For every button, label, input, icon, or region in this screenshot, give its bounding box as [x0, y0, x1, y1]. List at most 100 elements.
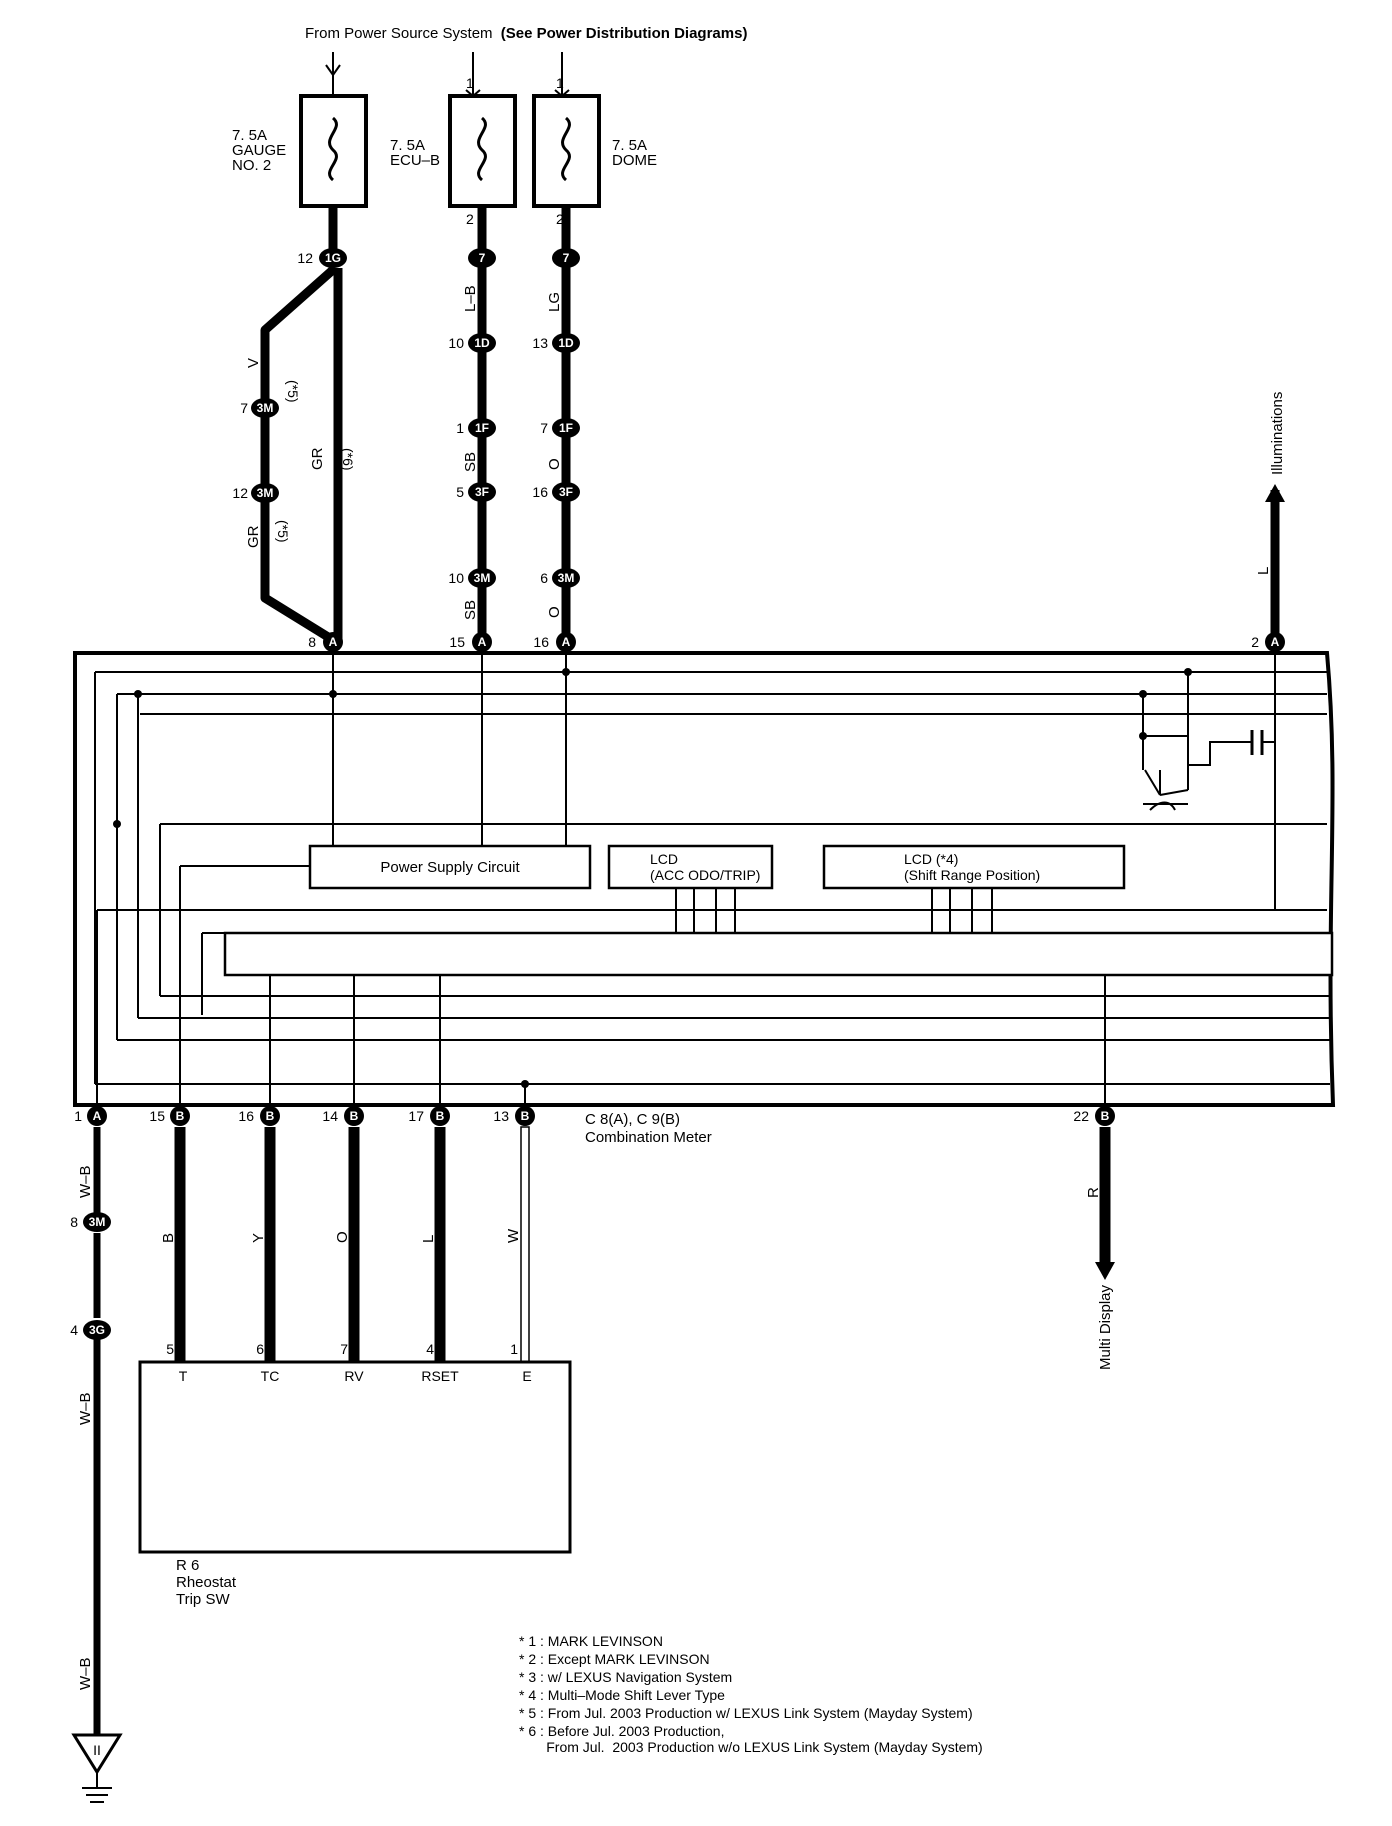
connector-ecub-7: 7: [468, 248, 496, 268]
connector-a8: A 8: [308, 632, 343, 652]
ground-symbol-text: II: [93, 1742, 101, 1758]
connector-b16: B 16: [238, 1106, 280, 1126]
connector-ecub-3m-pin: 10: [448, 570, 464, 586]
connector-3m-a: 3M 7: [240, 398, 279, 418]
note-6: * 6 : Before Jul. 2003 Production,: [519, 1723, 724, 1739]
fuse-ecub-pin-in: 1: [466, 75, 474, 91]
connector-b22: B 22: [1073, 1106, 1115, 1126]
connector-1g-pin: 12: [297, 250, 313, 266]
connector-dome-3m-code: 3M: [558, 571, 575, 585]
connector-dome-3m-pin: 6: [540, 570, 548, 586]
fuse-dome-pin-in: 1: [556, 75, 564, 91]
transistor-icon: [1142, 672, 1275, 811]
connector-1g-code: 1G: [325, 251, 341, 265]
lcd-shift-range: LCD (*4) (Shift Range Position): [822, 844, 1126, 890]
note-6-cont: From Jul. 2003 Production w/o LEXUS Link…: [519, 1739, 983, 1755]
connector-ecub-3f: 3F 5: [456, 482, 496, 502]
wire-label-lb: L–B: [462, 285, 479, 312]
wire-label-gr-right: GR: [309, 447, 326, 470]
connector-b22-pin: 22: [1073, 1108, 1089, 1124]
rheostat-label-2: Rheostat: [176, 1574, 237, 1591]
connector-dome-1d: 1D 13: [532, 333, 580, 353]
wire-w: [520, 1126, 530, 1363]
connector-3m-b: 3M 12: [232, 483, 279, 503]
wire-label-o1: O: [546, 458, 563, 470]
connector-gr-3m-code: 3M: [89, 1215, 106, 1229]
connector-dome-3f-pin: 16: [532, 484, 548, 500]
power-supply-label: Power Supply Circuit: [380, 859, 520, 876]
fuse-gauge-label-3: NO. 2: [232, 157, 271, 174]
wire-label-wb1: W–B: [77, 1165, 94, 1198]
bottom-wire-labels: W–B W–B W–B B Y O L W R: [77, 1165, 1102, 1690]
wire-label-wb3: W–B: [77, 1657, 94, 1690]
fuse-dome-label-2: DOME: [612, 152, 657, 169]
connector-b14-pin: 14: [322, 1108, 338, 1124]
connector-b15-pin: 15: [149, 1108, 165, 1124]
fuse-dome-label-1: 7. 5A: [612, 137, 647, 154]
connector-gr-3g: 3G 4: [70, 1320, 111, 1340]
meter-data-bus: [223, 931, 1334, 977]
connector-b17: B 17: [408, 1106, 450, 1126]
connector-3m-a-pin: 7: [240, 400, 248, 416]
lcd-shift-label-1: LCD (*4): [904, 851, 958, 867]
connector-a16: A 16: [533, 632, 576, 652]
footnotes: * 1 : MARK LEVINSON * 2 : Except MARK LE…: [519, 1633, 983, 1755]
connector-b13-pin: 13: [493, 1108, 509, 1124]
fuse-ecub-pin-out: 2: [466, 211, 474, 227]
connector-a15-code: A: [478, 635, 487, 649]
fuse-input-arrows: [325, 52, 570, 98]
connector-ecub-3m: 3M 10: [448, 568, 496, 588]
wire-label-sb2: SB: [462, 600, 479, 620]
fuse-gauge: 7. 5A GAUGE NO. 2: [232, 94, 368, 208]
connector-a2-code: A: [1271, 635, 1280, 649]
wire-label-o2: O: [546, 606, 563, 618]
fuse-dome: 1 2 7. 5A DOME: [532, 75, 657, 227]
connector-b13: B 13: [493, 1106, 535, 1126]
connector-b15-code: B: [176, 1109, 185, 1123]
connector-a15-pin: 15: [449, 634, 465, 650]
rheostat-label-1: R 6: [176, 1557, 199, 1574]
connector-ecub-1f-pin: 1: [456, 420, 464, 436]
fuse-gauge-label-2: GAUGE: [232, 142, 286, 159]
connector-a2-pin: 2: [1251, 634, 1259, 650]
note-3: * 3 : w/ LEXUS Navigation System: [519, 1669, 732, 1685]
connector-gr-3m: 3M 8: [70, 1212, 111, 1232]
note-1: * 1 : MARK LEVINSON: [519, 1633, 663, 1649]
wire-label-wb2: W–B: [77, 1392, 94, 1425]
rheostat-pin-4: 4: [426, 1341, 434, 1357]
note-2: * 2 : Except MARK LEVINSON: [519, 1651, 710, 1667]
lcd-acc-label-2: (ACC ODO/TRIP): [650, 867, 760, 883]
fuse-ecub: 1 2 7. 5A ECU–B: [390, 75, 517, 227]
fuse-gauge-label-1: 7. 5A: [232, 127, 267, 144]
rheostat-pin-7: 7: [340, 1341, 348, 1357]
connector-ecub-1f-code: 1F: [475, 421, 489, 435]
wire-label-r: R: [1085, 1187, 1102, 1198]
connector-gr-3m-pin: 8: [70, 1214, 78, 1230]
wire-label-l: L: [420, 1235, 437, 1243]
connector-dome-3m: 3M 6: [540, 568, 580, 588]
connector-dome-3f: 3F 16: [532, 482, 580, 502]
connector-ecub-1d-pin: 10: [448, 335, 464, 351]
fuse-ecub-label-2: ECU–B: [390, 152, 440, 169]
rheostat-pin-6: 6: [256, 1341, 264, 1357]
connector-dome-3f-code: 3F: [559, 485, 573, 499]
connector-ecub-3m-code: 3M: [474, 571, 491, 585]
connector-ecub-3f-code: 3F: [475, 485, 489, 499]
meter-label-2: Combination Meter: [585, 1129, 712, 1146]
connector-b14: B 14: [322, 1106, 364, 1126]
wire-label-l-illum: L: [1255, 567, 1272, 575]
connector-dome-1d-code: 1D: [558, 336, 574, 350]
connector-b16-pin: 16: [238, 1108, 254, 1124]
rheostat-pin-rset: RSET: [421, 1368, 459, 1384]
fuse-ecub-label-1: 7. 5A: [390, 137, 425, 154]
title-prefix: From Power Source System: [305, 25, 493, 42]
title-suffix: (See Power Distribution Diagrams): [501, 25, 748, 42]
connector-3m-a-code: 3M: [257, 401, 274, 415]
wire-label-y: Y: [250, 1233, 267, 1243]
connector-1g: 1G 12: [297, 248, 347, 268]
rheostat-pin-tc: TC: [261, 1368, 280, 1384]
connector-ecub-1d: 1D 10: [448, 333, 496, 353]
connector-a8-pin: 8: [308, 634, 316, 650]
connector-a1-code: A: [93, 1109, 102, 1123]
